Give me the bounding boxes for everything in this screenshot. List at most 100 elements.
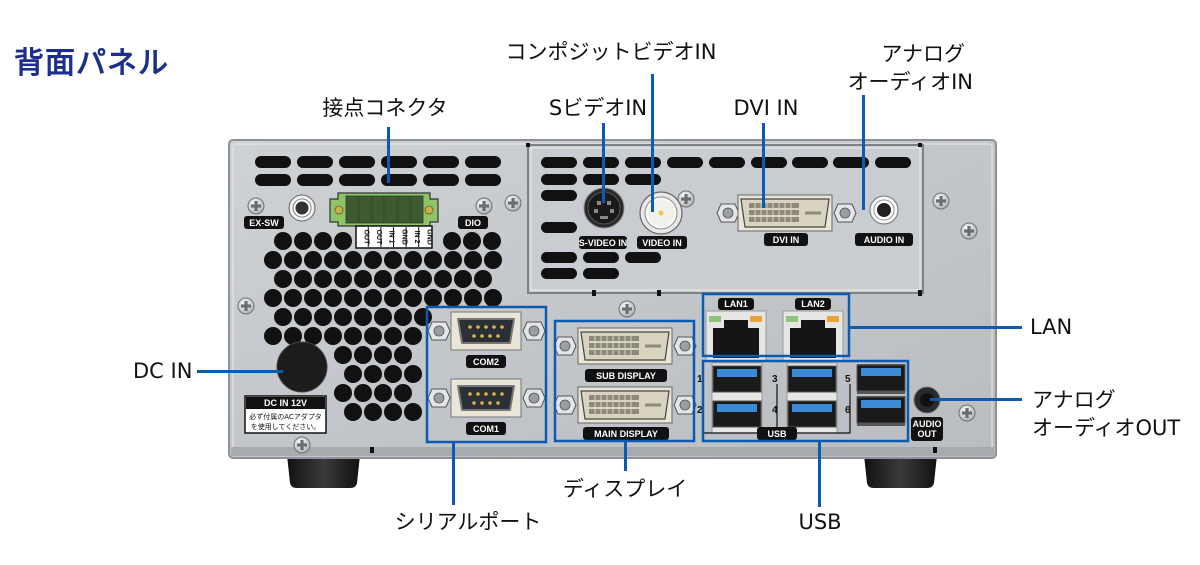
vent-hole <box>394 346 412 364</box>
usb-port-2 <box>712 400 762 428</box>
usb-number-6: 6 <box>845 405 851 416</box>
vent-hole <box>374 270 392 288</box>
leader-contact-connector <box>387 127 390 183</box>
audio-in-label: AUDIO IN <box>864 235 905 245</box>
svg-text:必ず付属のACアダプタ: 必ず付属のACアダプタ <box>249 412 322 421</box>
vent-hole <box>304 251 322 269</box>
callout-composite-video-in: コンポジットビデオIN <box>505 40 717 64</box>
vent-hole <box>463 232 481 250</box>
vent-hole <box>424 251 442 269</box>
vent-hole <box>364 403 382 421</box>
dio-pin-label: OUT <box>363 230 370 246</box>
vent-hole <box>394 270 412 288</box>
sub-display-port <box>577 327 673 365</box>
usb-number-1: 1 <box>697 374 703 385</box>
vent-hole <box>394 308 412 326</box>
vent-hole <box>414 270 432 288</box>
callout-display: ディスプレイ <box>562 477 688 501</box>
vent-hole <box>474 270 492 288</box>
dvi-in-port <box>737 194 833 232</box>
leader-display <box>624 441 627 471</box>
vent-hole <box>334 270 352 288</box>
leader-serial-port <box>452 442 455 505</box>
callout-s-video-in: SビデオIN <box>548 96 648 120</box>
lan2-label: LAN2 <box>801 299 825 309</box>
vent-hole <box>284 289 302 307</box>
usb-port-6 <box>856 396 906 424</box>
leader-audio-in <box>862 95 865 210</box>
svg-text:を使用してください。: を使用してください。 <box>251 422 321 431</box>
vent-hole <box>404 251 422 269</box>
vent-hole <box>294 308 312 326</box>
screw <box>247 197 265 215</box>
leader-lan <box>849 326 1022 329</box>
lan-highlight <box>701 292 851 358</box>
serial-port-highlight <box>425 305 548 444</box>
main-display-label: MAIN DISPLAY <box>594 429 658 439</box>
vent-hole <box>434 270 452 288</box>
dio-pin-label: GND <box>426 229 433 245</box>
vent-hole <box>264 289 282 307</box>
video-in-label: VIDEO IN <box>642 238 682 248</box>
vent-hole <box>394 384 412 402</box>
vent-hole <box>324 327 342 345</box>
callout-analog-audio-out-line1: アナログ <box>1032 388 1116 412</box>
vent-hole <box>314 270 332 288</box>
usb-port-5 <box>856 364 906 392</box>
vent-hole <box>374 384 392 402</box>
lan1-label: LAN1 <box>724 299 748 309</box>
dio-pin-label: IN 2 <box>413 231 420 244</box>
vent-hole <box>334 308 352 326</box>
vent-hole <box>483 232 501 250</box>
vent-hole <box>344 289 362 307</box>
screw <box>932 192 950 210</box>
vent-hole <box>344 365 362 383</box>
callout-analog-audio-in: アナログ オーディオIN <box>833 40 973 96</box>
audio-out-jack <box>913 386 941 414</box>
vent-hole <box>364 251 382 269</box>
vent-hole <box>384 327 402 345</box>
vent-hole <box>344 251 362 269</box>
vent-hole <box>334 346 352 364</box>
usb-number-4: 4 <box>772 405 778 416</box>
vent-hole <box>304 327 322 345</box>
vent-hole <box>454 270 472 288</box>
vent-hole <box>464 289 482 307</box>
audio-in-jack <box>869 195 899 225</box>
usb-label: USB <box>767 429 787 439</box>
sub-display-label: SUB DISPLAY <box>596 371 656 381</box>
vent-hole <box>334 384 352 402</box>
vent-hole <box>443 232 461 250</box>
com2-port <box>450 311 522 351</box>
callout-analog-audio-out-line2: オーディオOUT <box>1032 416 1181 440</box>
vent-hole <box>354 346 372 364</box>
composite-video-port <box>639 191 683 235</box>
dio-pin-label: IN 1 <box>388 231 395 244</box>
ex-sw-jack <box>288 194 316 222</box>
screw <box>293 436 311 454</box>
main-display-port <box>577 386 673 424</box>
vent-hole <box>274 232 292 250</box>
left-foot <box>287 455 360 488</box>
vent-hole <box>264 327 282 345</box>
screw <box>960 222 978 240</box>
vent-hole <box>484 289 502 307</box>
callout-dvi-in: DVI IN <box>733 96 799 120</box>
vent-hole <box>274 270 292 288</box>
vent-hole <box>404 365 422 383</box>
vent-hole <box>364 365 382 383</box>
vent-hole <box>324 251 342 269</box>
vent-hole <box>294 232 312 250</box>
vent-hole <box>284 251 302 269</box>
audio-out-label-1: AUDIO <box>913 419 942 429</box>
vent-hole <box>304 289 322 307</box>
vent-hole <box>374 308 392 326</box>
s-video-label: S-VIDEO IN <box>579 238 628 248</box>
leader-usb <box>818 441 821 507</box>
leader-audio-out <box>930 398 1022 401</box>
leader-s-video <box>602 123 605 203</box>
vent-hole <box>364 327 382 345</box>
vent-hole <box>284 327 302 345</box>
com1-label: COM1 <box>473 424 499 434</box>
